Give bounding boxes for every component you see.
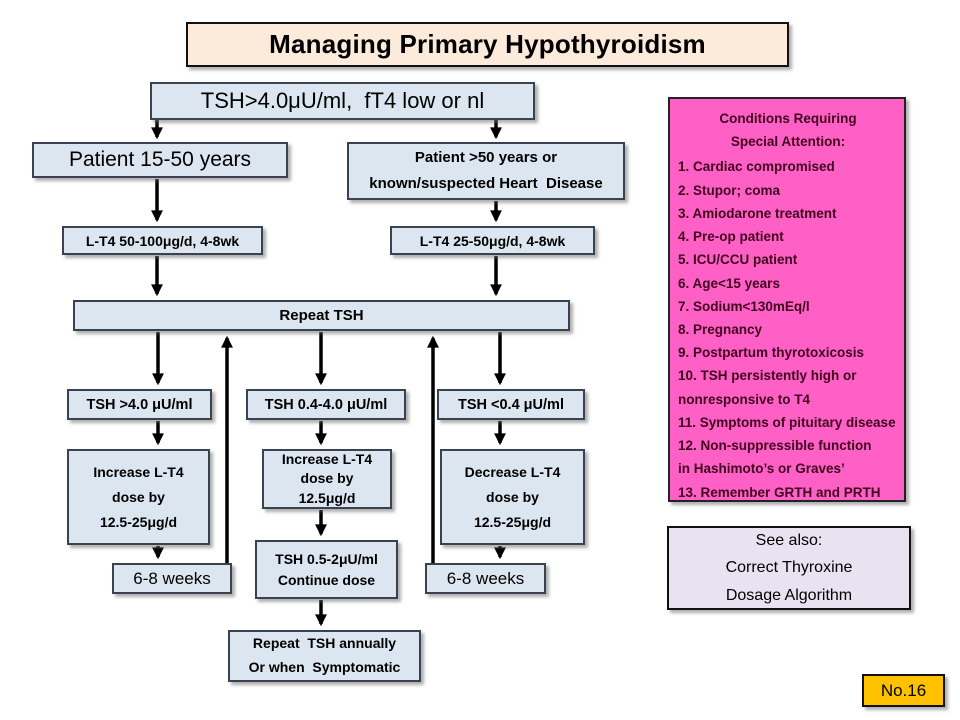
- annual-line1: Repeat TSH annually: [252, 635, 397, 652]
- attention-item: 9. Postpartum thyrotoxicosis: [678, 345, 865, 361]
- node-increase-dose-12-25: Increase L-T4 dose by 12.5-25μg/d: [67, 449, 210, 545]
- node-tsh-high-label: TSH >4.0 μU/ml: [86, 396, 193, 413]
- see-also-line2: Correct Thyroxine: [725, 559, 853, 577]
- panel-special-attention: Conditions Requiring Special Attention: …: [668, 97, 906, 502]
- attention-title-line1: Conditions Requiring: [719, 111, 857, 126]
- node-weeks-right: 6-8 weeks: [425, 563, 546, 594]
- node-repeat-tsh: Repeat TSH: [73, 300, 570, 331]
- attention-item: 1. Cardiac compromised: [678, 159, 835, 175]
- diagram-title: Managing Primary Hypothyroidism: [186, 22, 789, 67]
- node-lt4-old-label: L-T4 25-50μg/d, 4-8wk: [419, 232, 566, 249]
- see-also-line1: See also:: [755, 532, 823, 550]
- weeks-left-label: 6-8 weeks: [133, 568, 211, 588]
- node-patient-15-50: Patient 15-50 years: [32, 142, 288, 178]
- continue-line1: TSH 0.5-2μU/ml: [275, 550, 378, 567]
- node-decrease-dose: Decrease L-T4 dose by 12.5-25μg/d: [440, 449, 585, 545]
- attention-item: 11. Symptoms of pituitary disease: [678, 414, 896, 430]
- attention-item: 12. Non-suppressible function: [678, 438, 872, 454]
- node-tsh-low-label: TSH <0.4 μU/ml: [458, 396, 564, 413]
- attention-item: 10. TSH persistently high or: [678, 368, 857, 384]
- attention-title-line2: Special Attention:: [730, 134, 846, 150]
- attention-item: 5. ICU/CCU patient: [678, 252, 798, 268]
- attention-item: 13. Remember GRTH and PRTH: [678, 484, 881, 500]
- increase-high-line2: dose by: [112, 489, 165, 505]
- node-continue-dose: TSH 0.5-2μU/ml Continue dose: [255, 540, 398, 599]
- attention-item: 2. Stupor; coma: [678, 182, 781, 198]
- decrease-line2: dose by: [486, 489, 539, 505]
- node-patient-over-50: Patient >50 years or known/suspected Hea…: [347, 142, 625, 200]
- node-weeks-left: 6-8 weeks: [112, 563, 232, 594]
- node-tsh-normal-result: TSH 0.4-4.0 μU/ml: [246, 389, 406, 420]
- node-lt4-young-label: L-T4 50-100μg/d, 4-8wk: [85, 232, 240, 249]
- attention-item: in Hashimoto’s or Graves’: [678, 461, 845, 477]
- annual-line2: Or when Symptomatic: [248, 659, 401, 675]
- panel-see-also: See also: Correct Thyroxine Dosage Algor…: [667, 526, 911, 610]
- node-start-label: TSH>4.0μU/ml, fT4 low or nl: [200, 88, 485, 113]
- attention-item: nonresponsive to T4: [678, 391, 811, 407]
- attention-item: 4. Pre-op patient: [678, 229, 784, 245]
- node-patient-old-line2: known/suspected Heart Disease: [369, 175, 603, 192]
- diagram-title-text: Managing Primary Hypothyroidism: [269, 29, 706, 59]
- increase-high-line3: 12.5-25μg/d: [99, 514, 178, 530]
- node-lt4-25-50: L-T4 25-50μg/d, 4-8wk: [390, 226, 595, 255]
- node-tsh-high-result: TSH >4.0 μU/ml: [67, 389, 212, 420]
- node-repeat-tsh-label: Repeat TSH: [279, 307, 364, 324]
- node-tsh-low-result: TSH <0.4 μU/ml: [437, 389, 585, 420]
- node-repeat-annually: Repeat TSH annually Or when Symptomatic: [228, 630, 421, 682]
- node-start-tsh-high: TSH>4.0μU/ml, fT4 low or nl: [150, 82, 535, 120]
- increase-mid-line1: Increase L-T4: [281, 450, 373, 467]
- attention-item: 6. Age<15 years: [678, 275, 780, 291]
- node-lt4-50-100: L-T4 50-100μg/d, 4-8wk: [62, 226, 263, 255]
- node-patient-young-label: Patient 15-50 years: [68, 148, 252, 171]
- increase-mid-line2: dose by: [300, 470, 354, 487]
- attention-item: 7. Sodium<130mEq/l: [678, 298, 810, 314]
- slide-number-text: No.16: [880, 680, 927, 700]
- increase-high-line1: Increase L-T4: [93, 464, 184, 480]
- decrease-line3: 12.5-25μg/d: [473, 514, 552, 530]
- increase-mid-line3: 12.5μg/d: [298, 489, 356, 506]
- slide-number-badge: No.16: [862, 674, 945, 707]
- continue-line2: Continue dose: [277, 572, 376, 589]
- attention-item: 8. Pregnancy: [678, 321, 763, 337]
- node-tsh-normal-label: TSH 0.4-4.0 μU/ml: [264, 396, 388, 413]
- decrease-line1: Decrease L-T4: [464, 464, 561, 480]
- attention-list: 1. Cardiac compromised 2. Stupor; coma 3…: [678, 155, 898, 503]
- node-patient-old-line1: Patient >50 years or: [414, 148, 558, 166]
- node-increase-dose-12: Increase L-T4 dose by 12.5μg/d: [262, 449, 392, 509]
- see-also-line3: Dosage Algorithm: [725, 586, 853, 604]
- attention-item: 3. Amiodarone treatment: [678, 205, 837, 221]
- weeks-right-label: 6-8 weeks: [446, 568, 525, 588]
